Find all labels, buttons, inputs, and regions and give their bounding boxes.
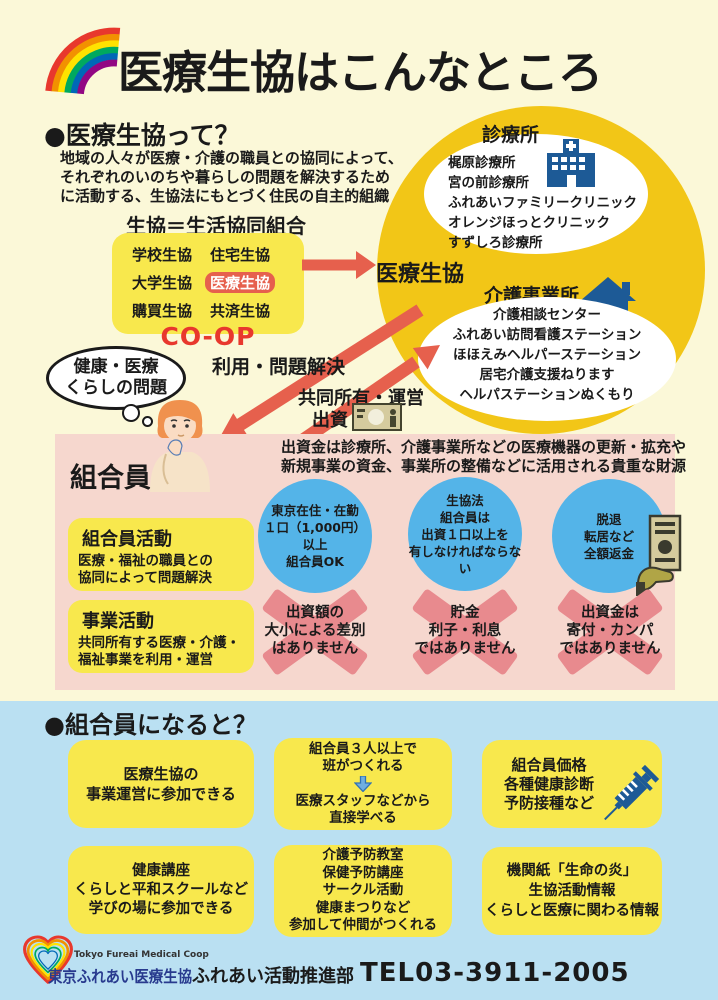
thinking-person [150, 400, 210, 492]
rainbow-heart-logo [23, 935, 73, 984]
thought-text: 健康・医療 くらしの問題 [65, 357, 167, 398]
refund-money-icon [636, 514, 682, 596]
clinics-heading: 診療所 [482, 124, 540, 146]
hospital-icon [547, 139, 595, 187]
rainbow-icon [45, 27, 121, 95]
benefit-box-newsletter: 機関紙「生命の炎」 生協活動情報 くらしと医療に関わる情報 [482, 847, 662, 935]
use-label: 利用・問題解決 [212, 356, 346, 378]
members-title: 組合員 [70, 463, 151, 494]
care-ellipse [418, 297, 676, 421]
footer-org-name: 東京ふれあい医療生協 [48, 967, 193, 986]
coop-item: 学校生協 [132, 246, 193, 264]
benefit-box-group-bottom: 医療スタッフなどから 直接学べる [295, 793, 431, 826]
negation-donation: 出資金は 寄付・カンパ ではありません [545, 582, 675, 680]
negation-discrimination: 出資額の 大小による差別 はありません [250, 582, 380, 680]
benefit-box-friends: 介護予防教室 保健予防講座 サークル活動 健康まつりなど 参加して仲間がつくれる [274, 845, 452, 937]
care-list: 介護相談センター ふれあい訪問看護ステーション ほほえみヘルパーステーション 居… [452, 307, 642, 403]
coop-item: 購買生協 [132, 302, 193, 320]
syringe-icon [604, 764, 660, 821]
coop-item-highlight: 医療生協 [205, 272, 276, 293]
invest-label: 出資 [312, 410, 348, 431]
arrow-right-icon [302, 251, 376, 279]
intro-body: 地域の人々が医療・介護の職員との協同によって、 それぞれのいのちや暮らしの問題を… [60, 149, 403, 205]
members-description: 出資金は診療所、介護事業所などの医療機器の更新・拡充や 新規事業の資金、事業所の… [281, 438, 687, 475]
benefit-box-management: 医療生協の 事業運営に参加できる [68, 740, 254, 828]
negation-interest: 貯金 利子・利息 ではありません [400, 582, 530, 680]
negation-text: 出資額の 大小による差別 はありません [264, 605, 366, 657]
benefit-box-learning: 健康講座 くらしと平和スクールなど 学びの場に参加できる [68, 846, 254, 934]
activity-body: 共同所有する医療・介護・ 福祉事業を利用・運営 [78, 635, 240, 668]
coop-brand: CO-OP [160, 322, 256, 351]
activity-box-member: 組合員活動 医療・福祉の職員との 協同によって問題解決 [68, 518, 254, 591]
clinics-list: 梶原診療所 宮の前診療所 ふれあいファミリークリニック オレンジほっとクリニック… [448, 155, 637, 251]
coop-item: 住宅生協 [210, 246, 271, 264]
down-arrow-icon [354, 776, 372, 792]
activity-box-business: 事業活動 共同所有する医療・介護・ 福祉事業を利用・運営 [68, 600, 254, 673]
thought-trail-small [142, 416, 153, 427]
footer-logo-caption: Tokyo Fureai Medical Coop [74, 950, 209, 960]
footer-department: ふれあい活動推進部 [192, 966, 354, 987]
benefit-box-group: 組合員３人以上で 班がつくれる 医療スタッフなどから 直接学べる [274, 738, 452, 830]
footer-tel: TEL03-3911-2005 [360, 958, 630, 988]
activity-title: 事業活動 [82, 611, 154, 632]
condition-circle-residence: 東京在住・在勤 １口（1,000円）以上 組合員OK [258, 479, 372, 593]
negation-text: 貯金 利子・利息 ではありません [414, 605, 516, 657]
benefit-box-group-top: 組合員３人以上で 班がつくれる [309, 741, 417, 774]
thought-bubble: 健康・医療 くらしの問題 [46, 346, 186, 410]
condition-circle-law: 生協法 組合員は 出資１口以上を 有しなければならない [408, 477, 522, 591]
medical-coop-label: 医療生協 [376, 262, 465, 287]
intro-heading: ●医療生協って？ [44, 121, 240, 150]
negation-text: 出資金は 寄付・カンパ ではありません [559, 605, 661, 657]
banknote-icon [352, 403, 402, 431]
coop-item: 共済生協 [210, 302, 271, 320]
page-title: 医療生協はこんなところ [118, 46, 603, 99]
thought-trail-large [122, 404, 140, 422]
activity-body: 医療・福祉の職員との 協同によって問題解決 [78, 553, 213, 586]
coop-box: 学校生協 住宅生協 大学生協 医療生協 購買生協 共済生協 CO-OP [112, 233, 304, 351]
activity-title: 組合員活動 [82, 529, 172, 550]
coop-item: 大学生協 [132, 274, 193, 292]
benefits-heading: ●組合員になると？ [44, 711, 257, 739]
clinics-ellipse [424, 134, 648, 254]
